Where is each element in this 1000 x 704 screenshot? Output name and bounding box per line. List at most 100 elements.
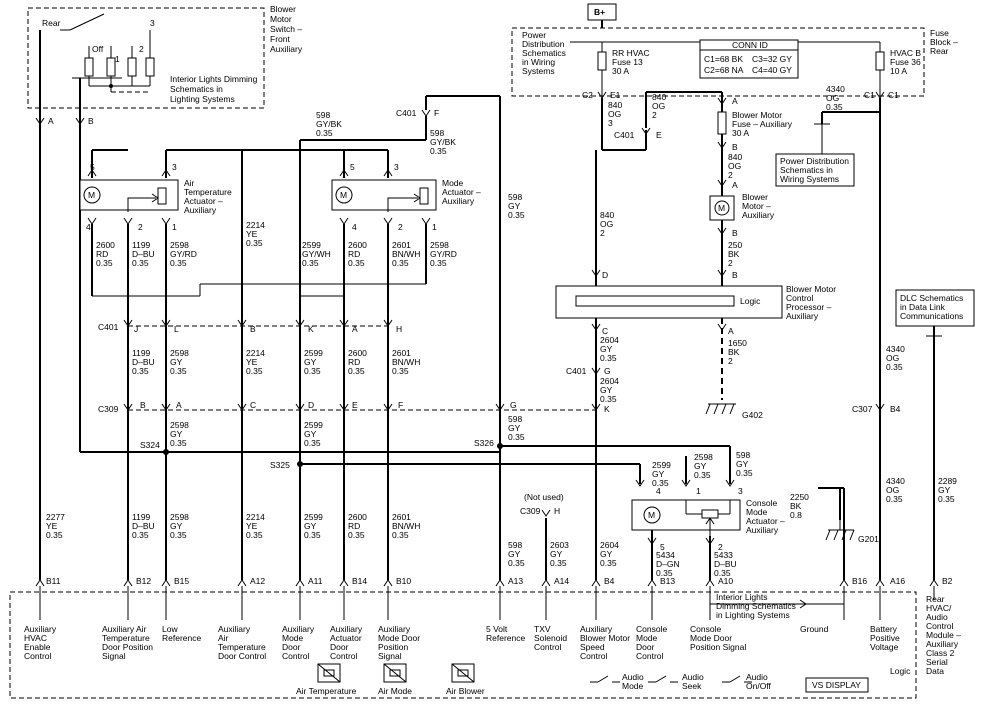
svg-text:Schematics in: Schematics in bbox=[780, 165, 833, 175]
svg-text:2: 2 bbox=[728, 258, 733, 268]
svg-text:OG: OG bbox=[886, 485, 899, 495]
svg-text:Mode: Mode bbox=[442, 178, 464, 188]
svg-text:0.35: 0.35 bbox=[550, 558, 567, 568]
svg-text:Blower Motor: Blower Motor bbox=[732, 110, 782, 120]
switch-pin-1: 1 bbox=[115, 54, 120, 64]
svg-text:2277: 2277 bbox=[46, 512, 65, 522]
svg-text:Class 2: Class 2 bbox=[926, 648, 955, 658]
svg-text:A: A bbox=[176, 400, 182, 410]
svg-text:GY: GY bbox=[550, 549, 563, 559]
svg-text:5: 5 bbox=[350, 162, 355, 172]
svg-text:B12: B12 bbox=[136, 576, 151, 586]
svg-text:B4: B4 bbox=[890, 404, 901, 414]
svg-text:598: 598 bbox=[508, 540, 522, 550]
svg-text:GY: GY bbox=[736, 459, 749, 469]
svg-text:840: 840 bbox=[652, 92, 666, 102]
svg-text:Auxiliary: Auxiliary bbox=[926, 639, 959, 649]
svg-text:2599: 2599 bbox=[304, 420, 323, 430]
svg-text:DLC Schematics: DLC Schematics bbox=[900, 293, 963, 303]
svg-text:Auxiliary: Auxiliary bbox=[184, 205, 217, 215]
svg-text:GY: GY bbox=[508, 549, 521, 559]
svg-text:C1: C1 bbox=[864, 90, 875, 100]
svg-text:0.35: 0.35 bbox=[246, 238, 263, 248]
svg-text:0.35: 0.35 bbox=[392, 530, 409, 540]
svg-text:0.35: 0.35 bbox=[316, 128, 333, 138]
svg-text:E: E bbox=[656, 130, 662, 140]
svg-text:Door: Door bbox=[282, 642, 301, 652]
svg-text:1: 1 bbox=[432, 222, 437, 232]
svg-text:0.35: 0.35 bbox=[304, 366, 321, 376]
svg-text:0.8: 0.8 bbox=[790, 510, 802, 520]
svg-text:M: M bbox=[648, 510, 655, 520]
svg-text:Temperature: Temperature bbox=[184, 187, 232, 197]
svg-text:0.35: 0.35 bbox=[132, 366, 149, 376]
svg-text:GY: GY bbox=[170, 521, 183, 531]
vs-display-box bbox=[805, 677, 869, 693]
svg-text:YE: YE bbox=[46, 521, 58, 531]
svg-text:Fuse – Auxiliary: Fuse – Auxiliary bbox=[732, 119, 793, 129]
svg-text:C4=40 GY: C4=40 GY bbox=[752, 65, 792, 75]
svg-text:Mode Door: Mode Door bbox=[690, 633, 732, 643]
svg-text:E: E bbox=[352, 400, 358, 410]
svg-text:Auxiliary: Auxiliary bbox=[282, 624, 315, 634]
svg-text:C: C bbox=[250, 400, 256, 410]
svg-text:D–BU: D–BU bbox=[132, 521, 155, 531]
svg-text:0.35: 0.35 bbox=[600, 394, 617, 404]
svg-text:Mode: Mode bbox=[282, 633, 304, 643]
svg-text:1199: 1199 bbox=[132, 240, 151, 250]
svg-text:840: 840 bbox=[728, 152, 742, 162]
svg-text:2599: 2599 bbox=[652, 460, 671, 470]
svg-text:0.35: 0.35 bbox=[600, 353, 617, 363]
svg-text:OG: OG bbox=[600, 219, 613, 229]
svg-text:Mode: Mode bbox=[622, 681, 644, 691]
svg-text:B15: B15 bbox=[174, 576, 189, 586]
svg-text:2598: 2598 bbox=[170, 348, 189, 358]
svg-text:C401: C401 bbox=[98, 322, 119, 332]
svg-text:GY/RD: GY/RD bbox=[170, 249, 197, 259]
svg-text:250: 250 bbox=[728, 240, 742, 250]
svg-text:Audio: Audio bbox=[746, 672, 768, 682]
svg-text:Console: Console bbox=[746, 498, 777, 508]
svg-text:4340: 4340 bbox=[886, 476, 905, 486]
svg-text:B4: B4 bbox=[604, 576, 615, 586]
svg-text:in Data Link: in Data Link bbox=[900, 302, 946, 312]
svg-text:0.35: 0.35 bbox=[246, 366, 263, 376]
battery-label: B+ bbox=[594, 7, 605, 17]
svg-text:2603: 2603 bbox=[550, 540, 569, 550]
module-pin-stubs bbox=[39, 586, 935, 620]
svg-text:OG: OG bbox=[728, 161, 741, 171]
svg-text:RD: RD bbox=[348, 249, 360, 259]
svg-text:4340: 4340 bbox=[886, 344, 905, 354]
svg-text:C309: C309 bbox=[520, 506, 541, 516]
svg-text:BN/WH: BN/WH bbox=[392, 521, 420, 531]
svg-text:Auxiliary: Auxiliary bbox=[746, 525, 779, 535]
svg-text:Logic: Logic bbox=[890, 666, 911, 676]
svg-text:Auxiliary: Auxiliary bbox=[378, 624, 411, 634]
svg-text:Schematics in: Schematics in bbox=[170, 84, 223, 94]
svg-text:30 A: 30 A bbox=[732, 128, 749, 138]
svg-text:5434: 5434 bbox=[656, 550, 675, 560]
svg-text:Fuse 36: Fuse 36 bbox=[890, 57, 921, 67]
svg-text:H: H bbox=[396, 324, 402, 334]
svg-text:GY/RD: GY/RD bbox=[430, 249, 457, 259]
conn-A: A bbox=[48, 116, 54, 126]
svg-text:A16: A16 bbox=[890, 576, 905, 586]
switch-off-label: Off bbox=[92, 44, 104, 54]
svg-text:Air Temperature: Air Temperature bbox=[296, 686, 357, 696]
svg-text:Control: Control bbox=[282, 651, 310, 661]
svg-text:Dimming Schematics: Dimming Schematics bbox=[716, 601, 796, 611]
svg-text:2598: 2598 bbox=[170, 240, 189, 250]
svg-text:TXV: TXV bbox=[534, 624, 551, 634]
svg-text:Block –: Block – bbox=[930, 37, 958, 47]
svg-text:E1: E1 bbox=[610, 90, 621, 100]
svg-text:598: 598 bbox=[508, 414, 522, 424]
svg-text:Motor –: Motor – bbox=[742, 201, 771, 211]
svg-text:B11: B11 bbox=[46, 576, 61, 586]
svg-text:Voltage: Voltage bbox=[870, 642, 899, 652]
svg-text:0.35: 0.35 bbox=[46, 530, 63, 540]
svg-text:BN/WH: BN/WH bbox=[392, 249, 420, 259]
svg-text:Auxiliary: Auxiliary bbox=[218, 624, 251, 634]
svg-text:Auxiliary: Auxiliary bbox=[330, 624, 363, 634]
svg-text:0.35: 0.35 bbox=[508, 558, 525, 568]
